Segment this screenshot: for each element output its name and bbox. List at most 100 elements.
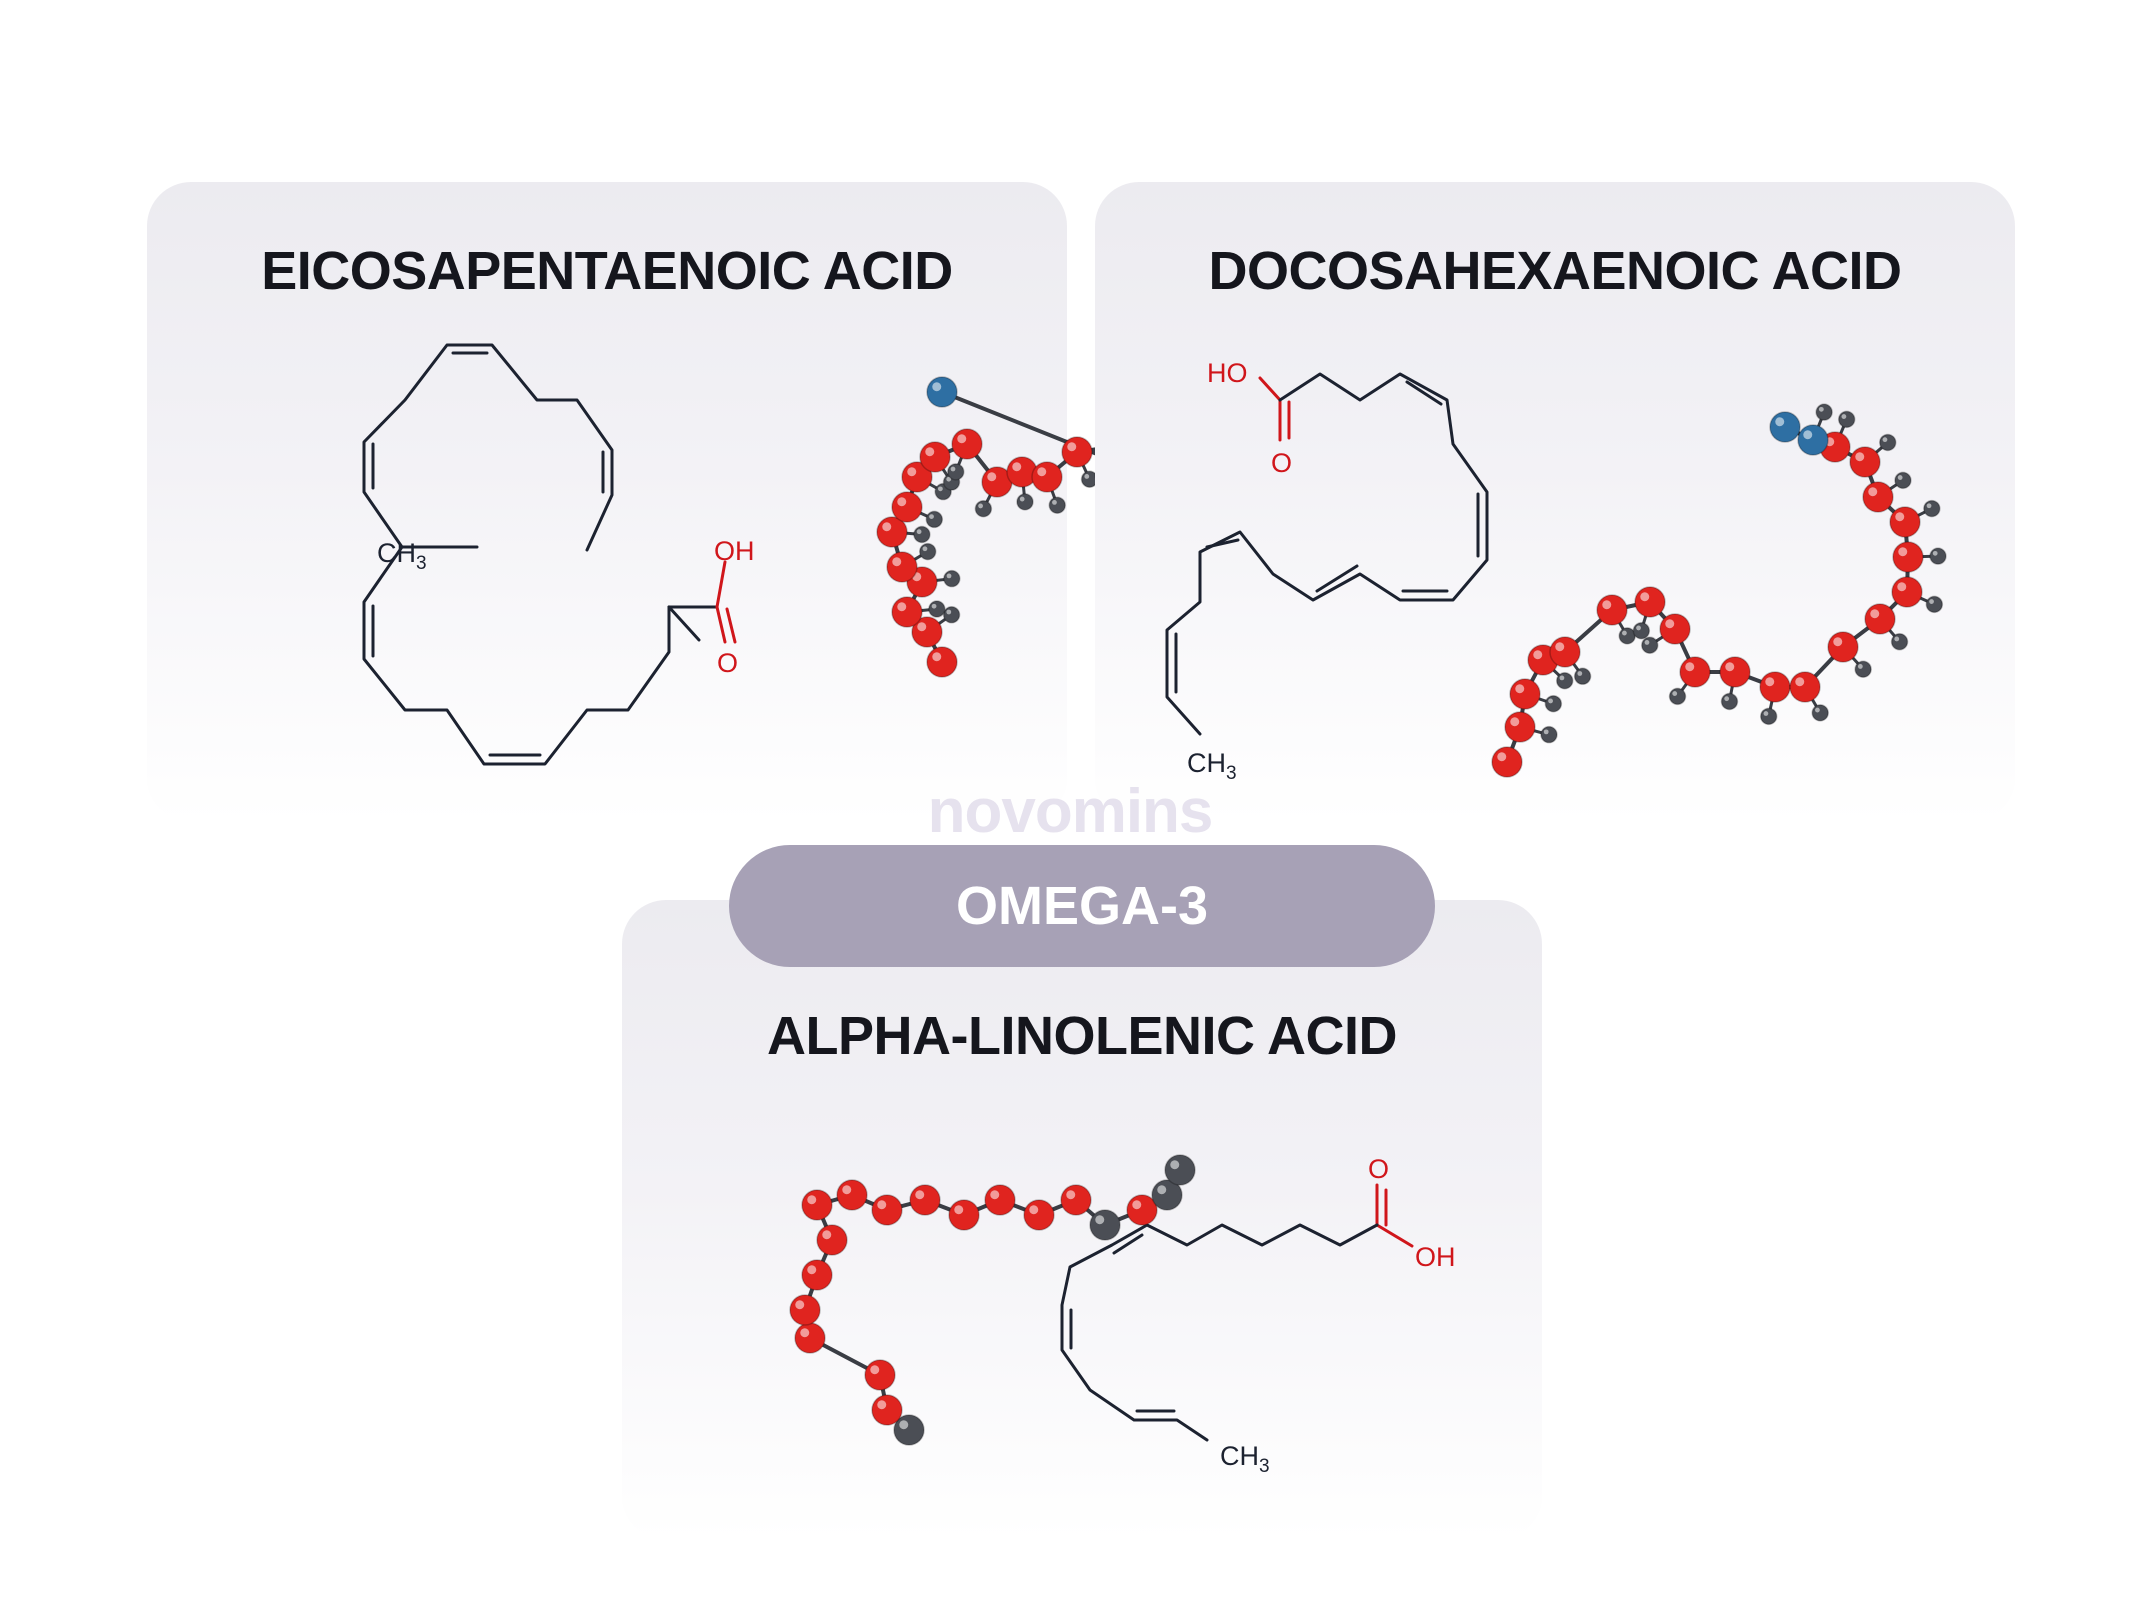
atom-highlight — [950, 466, 956, 472]
carbon-atom — [794, 1322, 826, 1354]
atom-highlight — [915, 1190, 925, 1200]
hydrogen-atom — [1016, 493, 1034, 511]
carbon-atom — [1504, 711, 1536, 743]
epa-card: EICOSAPENTAENOIC ACID CH3 OH O — [147, 182, 1160, 822]
hydrogen-atom — [1555, 671, 1574, 690]
atom-highlight — [1640, 592, 1650, 602]
hydrogen-atom — [1854, 660, 1872, 678]
atom-highlight — [1929, 599, 1934, 604]
atom-highlight — [1084, 474, 1090, 479]
atom-highlight — [1895, 512, 1905, 522]
atom-highlight — [1818, 406, 1824, 412]
hydrogen-atom — [974, 499, 993, 518]
atom-highlight — [1898, 547, 1908, 557]
atom-highlight — [957, 434, 967, 444]
hydrogen-atom — [942, 606, 961, 624]
hydrogen-atom — [1925, 595, 1944, 614]
atom-highlight — [897, 497, 907, 507]
atom-highlight — [1855, 452, 1865, 462]
atom-highlight — [1894, 636, 1900, 642]
hydrogen-atom — [947, 463, 965, 481]
carbon-atom — [816, 1224, 848, 1256]
carbon-atom — [1719, 656, 1751, 688]
hydrogen-atom — [943, 569, 961, 588]
atom-highlight — [922, 546, 928, 552]
ala-oh-label: OH — [1415, 1242, 1456, 1272]
hydrogen-atom — [928, 600, 946, 618]
epa-o-label: O — [717, 648, 738, 678]
atom-highlight — [807, 1265, 817, 1275]
model-atoms — [1491, 403, 1947, 778]
atom-highlight — [917, 622, 927, 632]
carbon-atom — [984, 1184, 1016, 1216]
carbon-atom — [1549, 636, 1581, 668]
epa-skeletal-formula — [362, 343, 737, 766]
atom-highlight — [899, 1420, 909, 1430]
atom-highlight — [1775, 417, 1785, 427]
atom-highlight — [916, 529, 922, 535]
atom-highlight — [925, 447, 935, 457]
epa-illustration: CH3 OH O — [362, 343, 1160, 766]
ala-skeletal-formula — [1060, 1183, 1414, 1442]
atom-highlight — [882, 522, 892, 532]
carbon-atom — [1491, 746, 1523, 778]
dha-illustration: HO O CH3 — [1165, 358, 1947, 784]
carbon-atom — [948, 1199, 980, 1231]
atom-highlight — [932, 652, 942, 662]
carbon-atom — [891, 596, 923, 628]
atom-highlight — [978, 503, 983, 509]
hydrogen-atom — [1544, 694, 1563, 713]
atom-highlight — [892, 557, 902, 567]
atom-highlight — [1555, 642, 1565, 652]
epa-title: EICOSAPENTAENOIC ACID — [261, 241, 953, 301]
carbon-atom — [1759, 671, 1791, 703]
hydrogen-atom — [1929, 547, 1947, 565]
atom-highlight — [1725, 662, 1735, 672]
blue-atom — [1797, 424, 1829, 456]
blue-atom — [1769, 411, 1801, 443]
carbon-atom — [1031, 461, 1063, 493]
ala-methyl-label: CH3 — [1220, 1441, 1270, 1477]
atom-highlight — [1012, 462, 1022, 472]
carbon-atom — [886, 551, 918, 583]
atom-highlight — [897, 602, 907, 612]
epa-methyl-label: CH3 — [377, 538, 427, 574]
omega-3-badge: OMEGA-3 — [729, 845, 1435, 967]
carbon-atom — [1061, 436, 1093, 468]
atom-highlight — [800, 1328, 810, 1338]
atom-highlight — [795, 1300, 805, 1310]
blue-atom — [926, 376, 958, 408]
hydrogen-atom — [1923, 499, 1941, 518]
carbon-atom — [1509, 678, 1541, 710]
hydrogen-atom — [1641, 636, 1659, 654]
atom-highlight — [1622, 630, 1627, 636]
atom-highlight — [1724, 696, 1730, 702]
atom-highlight — [946, 476, 952, 482]
atom-highlight — [1841, 414, 1847, 419]
grey-atom — [1089, 1209, 1121, 1241]
carbon-atom — [789, 1294, 821, 1326]
carbon-atom — [919, 441, 951, 473]
atom-highlight — [877, 1400, 887, 1410]
atom-highlight — [1803, 430, 1813, 440]
dha-card: DOCOSAHEXAENOIC ACID HO O CH3 — [1095, 182, 2015, 822]
hydrogen-atom — [918, 542, 937, 561]
ala-ball-and-stick-model — [789, 1154, 1196, 1446]
hydrogen-atom — [1837, 410, 1856, 429]
atom-highlight — [1870, 609, 1880, 619]
atom-highlight — [1636, 625, 1641, 631]
atom-highlight — [1897, 475, 1903, 480]
ala-o-label: O — [1368, 1154, 1389, 1184]
atom-highlight — [1926, 503, 1932, 509]
hydrogen-atom — [1878, 433, 1897, 452]
hydrogen-atom — [1759, 707, 1778, 726]
carbon-atom — [926, 646, 958, 678]
atom-highlight — [1052, 499, 1057, 505]
hydrogen-atom — [1720, 692, 1739, 711]
dha-ho-label: HO — [1207, 358, 1248, 388]
ala-title: ALPHA-LINOLENIC ACID — [767, 1006, 1397, 1066]
carbon-atom — [836, 1179, 868, 1211]
carbon-atom — [1634, 586, 1666, 618]
atom-highlight — [877, 1200, 887, 1210]
carbon-atom — [801, 1259, 833, 1291]
